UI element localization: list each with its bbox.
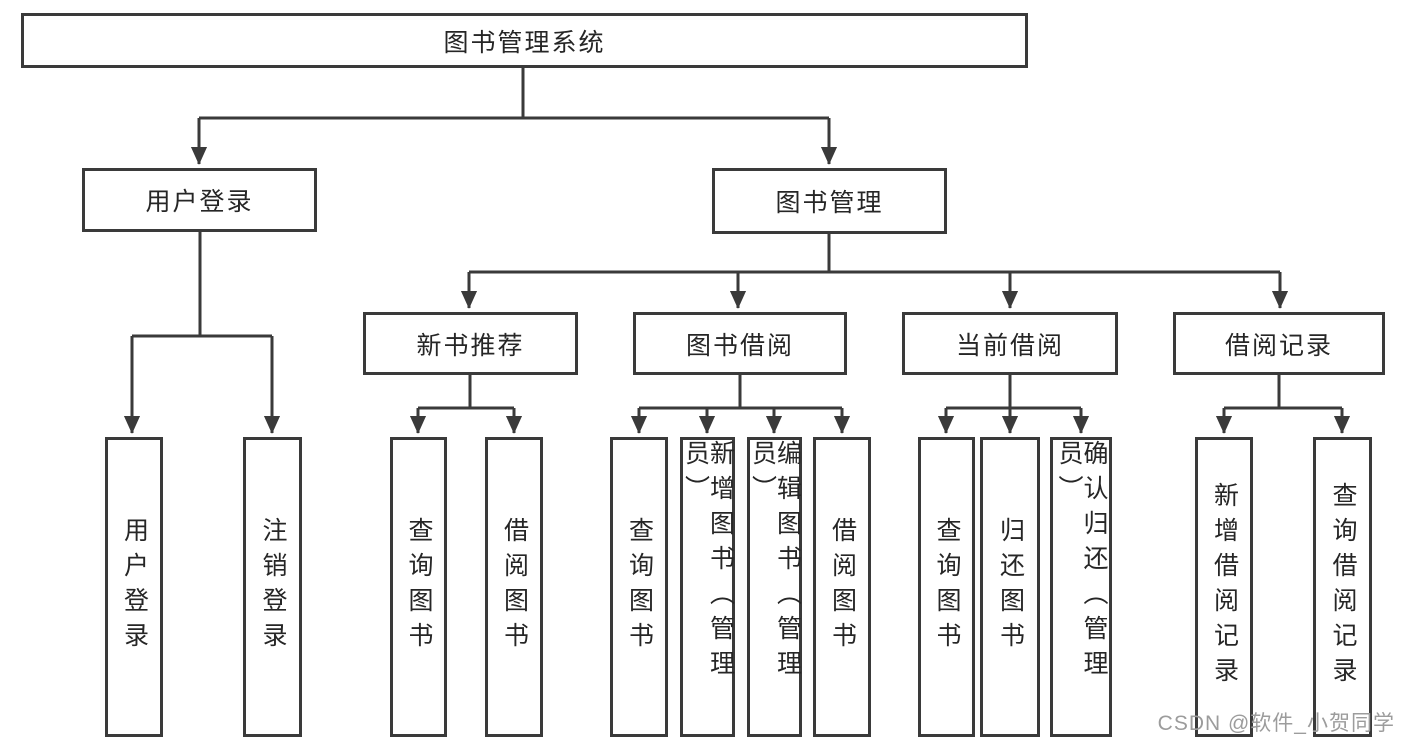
- node-borrow-records: 借阅记录: [1173, 312, 1385, 375]
- node-book-borrow: 图书借阅: [633, 312, 847, 375]
- node-book-management: 图书管理: [712, 168, 947, 234]
- leaf-add-borrow-record: 新增借阅记录: [1195, 437, 1253, 737]
- leaf-logout: 注销登录: [243, 437, 302, 737]
- leaf-user-login: 用户登录: [105, 437, 163, 737]
- leaf-query-books-recommend: 查询图书: [390, 437, 447, 737]
- leaf-query-books-current: 查询图书: [918, 437, 975, 737]
- leaf-borrow-books-recommend: 借阅图书: [485, 437, 543, 737]
- csdn-watermark: CSDN @软件_小贺同学: [1157, 712, 1395, 735]
- leaf-query-borrow-record: 查询借阅记录: [1313, 437, 1372, 737]
- node-current-borrow: 当前借阅: [902, 312, 1118, 375]
- leaf-add-books-admin: 新增图书（管理员）: [680, 437, 735, 737]
- node-new-book-recommend: 新书推荐: [363, 312, 578, 375]
- leaf-query-books-borrow: 查询图书: [610, 437, 668, 737]
- leaf-borrow-books: 借阅图书: [813, 437, 871, 737]
- leaf-return-books: 归还图书: [980, 437, 1040, 737]
- node-user-login: 用户登录: [82, 168, 317, 232]
- leaf-edit-books-admin: 编辑图书（管理员）: [747, 437, 802, 737]
- node-root-system: 图书管理系统: [21, 13, 1028, 68]
- leaf-confirm-return-admin: 确认归还（管理员）: [1050, 437, 1112, 737]
